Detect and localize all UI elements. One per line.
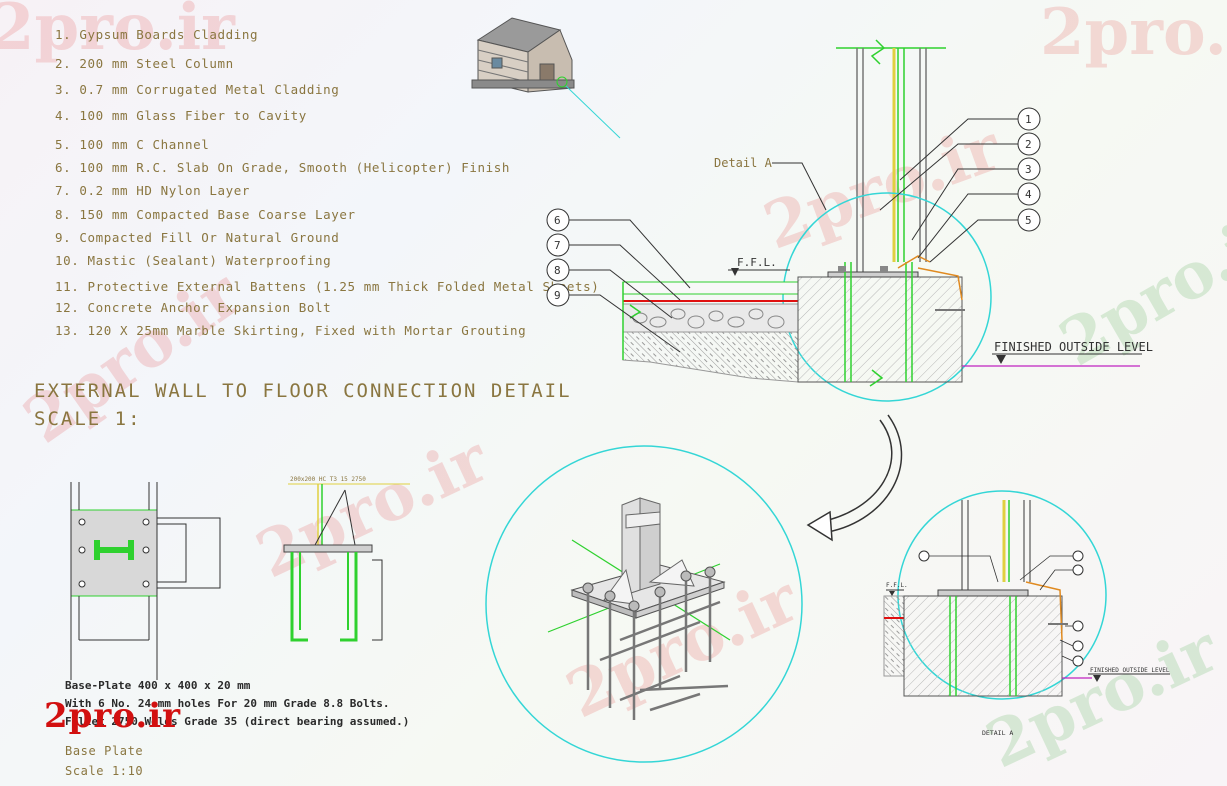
base-plate-note: Base-Plate 400 x 400 x 20 mm [65, 679, 251, 692]
detail-a-circle [782, 192, 992, 402]
note-item: 1. Gypsum Boards Cladding [55, 27, 259, 42]
base-plate-scale: Scale 1:10 [65, 764, 144, 778]
base-plate-section: 200x200 HC T3 15 2750 [283, 476, 410, 642]
note-item: 7. 0.2 mm HD Nylon Layer [55, 183, 251, 198]
detail-a-small-circle [897, 490, 1107, 700]
note-item: 13. 120 X 25mm Marble Skirting, Fixed wi… [55, 323, 527, 338]
detail-a-label: Detail A [714, 156, 773, 170]
floor-buildup [622, 281, 799, 383]
isometric-base-plate [547, 497, 731, 720]
note-item: 3. 0.7 mm Corrugated Metal Cladding [55, 82, 340, 97]
cabin-icon [471, 17, 621, 139]
note-item: 11. Protective External Battens (1.25 mm… [55, 279, 600, 294]
ffl-label: F.F.L. [737, 256, 777, 269]
isometric-detail-circle [485, 445, 803, 763]
base-plate-title: Base Plate [65, 744, 144, 758]
callout-number: 4 [1025, 188, 1032, 201]
finished-outside-level-label: FINISHED OUTSIDE LEVEL [994, 340, 1153, 354]
note-item: 2. 200 mm Steel Column [55, 56, 234, 71]
base-plate-note: Fillet 2750 Welds Grade 35 (direct beari… [65, 715, 410, 728]
callout-number: 9 [554, 289, 561, 302]
callouts-right [879, 107, 1041, 263]
watermark: 2pro.ir [0, 0, 235, 65]
detail-a-small [883, 500, 1170, 697]
note-item: 10. Mastic (Sealant) Waterproofing [55, 253, 332, 268]
finished-outside-small-label: FINISHED OUTSIDE LEVEL [1090, 667, 1170, 674]
callout-number: 5 [1025, 214, 1032, 227]
svg-text:200x200 HC T3 15 2750: 200x200 HC T3 15 2750 [290, 476, 366, 483]
callout-number: 6 [554, 214, 561, 227]
callout-number: 1 [1025, 113, 1032, 126]
ffl-small-label: F.F.L. [886, 582, 908, 589]
level-markers [728, 268, 1142, 367]
drawing-title: EXTERNAL WALL TO FLOOR CONNECTION DETAIL [34, 380, 572, 402]
callout-number: 8 [554, 264, 561, 277]
note-item: 6. 100 mm R.C. Slab On Grade, Smooth (He… [55, 160, 511, 175]
note-item: 4. 100 mm Glass Fiber to Cavity [55, 108, 307, 123]
callout-number: 7 [554, 239, 561, 252]
note-item: 9. Compacted Fill Or Natural Ground [55, 230, 340, 245]
watermark: 2pro.ir [1040, 0, 1227, 70]
column-section [836, 39, 946, 272]
footing [797, 255, 965, 387]
base-plate-note: With 6 No. 24 mm holes For 20 mm Grade 8… [65, 697, 390, 710]
detail-a-small-label: DETAIL A [982, 729, 1013, 737]
note-item: 12. Concrete Anchor Expansion Bolt [55, 300, 332, 315]
callout-number: 2 [1025, 138, 1032, 151]
site-logo: 2pro.ir [44, 696, 182, 736]
callout-number: 3 [1025, 163, 1032, 176]
base-plate-plan [70, 482, 221, 680]
note-item: 8. 150 mm Compacted Base Coarse Layer [55, 207, 356, 222]
drawing-scale: SCALE 1: [34, 408, 142, 430]
callouts-left [546, 208, 691, 353]
note-item: 5. 100 mm C Channel [55, 137, 210, 152]
